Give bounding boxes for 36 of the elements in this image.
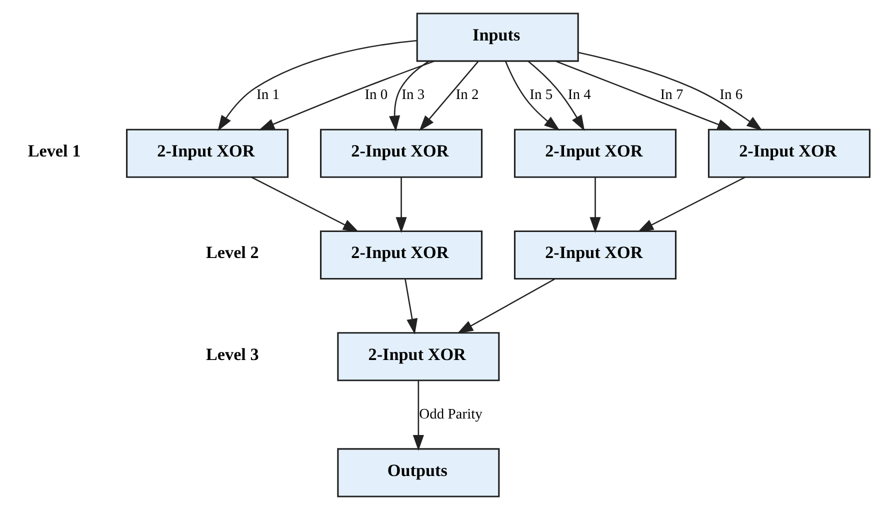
- arrow: [528, 60, 585, 132]
- arrow: [578, 52, 762, 131]
- arrow: [555, 60, 734, 130]
- node-box: 2-Input XOR: [126, 128, 289, 178]
- node-box: 2-Input XOR: [514, 230, 677, 280]
- node-box: 2-Input XOR: [337, 332, 500, 382]
- arrow: [419, 61, 479, 132]
- label: Level 1: [28, 142, 81, 161]
- edge-label: In 3: [402, 87, 425, 104]
- label: Level 3: [206, 344, 259, 364]
- edge-label: In 1: [256, 87, 280, 104]
- edge-label: In 6: [720, 87, 743, 104]
- arrow: [457, 278, 556, 334]
- node-box: 2-Input XOR: [320, 230, 483, 280]
- edge-label: In 2: [456, 87, 479, 104]
- arrow: [412, 380, 424, 451]
- arrow: [638, 176, 746, 232]
- arrow: [389, 60, 430, 132]
- arrow: [404, 278, 418, 335]
- edge-label: In 0: [364, 87, 388, 104]
- arrow: [396, 177, 407, 233]
- arrow: [590, 177, 601, 233]
- edge-label: In 7: [660, 87, 684, 104]
- node-box: Inputs: [416, 12, 579, 62]
- node-box: Outputs: [337, 448, 500, 498]
- node-box: 2-Input XOR: [320, 128, 483, 178]
- edge-label: In 4: [568, 87, 591, 104]
- edge-label: In 5: [530, 87, 553, 104]
- label: Level 2: [206, 243, 259, 262]
- arrow: [251, 176, 359, 232]
- arrow: [504, 60, 560, 131]
- arrow: [258, 60, 435, 130]
- node-box: 2-Input XOR: [514, 128, 677, 178]
- arrow: [218, 40, 417, 132]
- node-box: 2-Input XOR: [708, 128, 871, 178]
- edge-label: Odd Parity: [419, 406, 482, 422]
